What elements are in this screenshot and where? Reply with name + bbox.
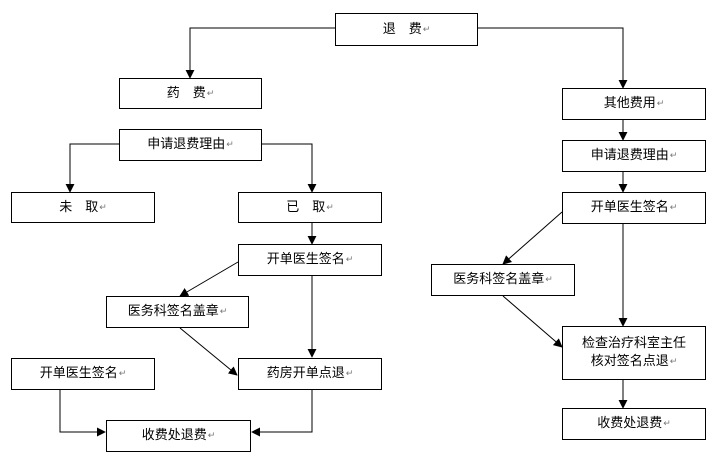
node-not-taken: 未 取↵	[11, 192, 155, 223]
paragraph-mark-icon: ↵	[545, 275, 553, 285]
node-doctor-sign-mid-label: 开单医生签名	[266, 252, 345, 267]
node-cashier-refund-left: 收费处退费↵	[106, 420, 251, 452]
arrow-stamp-to-pharmacy	[179, 327, 238, 376]
paragraph-mark-icon: ↵	[663, 419, 671, 429]
paragraph-mark-icon: ↵	[345, 369, 354, 379]
node-refund-label: 退 费	[382, 21, 422, 37]
node-cashier-refund-left-label: 收费处退费	[141, 428, 207, 443]
node-doctor-sign-mid: 开单医生签名↵	[238, 244, 382, 276]
paragraph-mark-icon: ↵	[669, 203, 678, 213]
node-doctor-sign-right-label: 开单医生签名	[590, 200, 669, 215]
node-medical-dept-stamp-right-label: 医务科签名盖章	[453, 272, 545, 287]
node-dept-director-line2-label: 核对签名点退	[590, 354, 669, 369]
node-refund: 退 费↵	[335, 13, 478, 46]
paragraph-mark-icon: ↵	[206, 88, 215, 99]
arrow-refund-to-other-fee	[478, 27, 628, 89]
paragraph-mark-icon: ↵	[118, 369, 127, 379]
node-taken-label: 已 取	[286, 199, 326, 215]
arrow-doctor-sign-to-stamp-right	[502, 211, 563, 265]
node-doctor-sign-left-label: 开单医生签名	[39, 366, 118, 381]
node-pharmacy-refund-label: 药房开单点退	[266, 366, 345, 381]
node-doctor-sign-right: 开单医生签名↵	[562, 192, 706, 224]
paragraph-mark-icon: ↵	[226, 140, 234, 150]
node-medical-dept-stamp-left: 医务科签名盖章↵	[106, 296, 249, 328]
node-dept-director-line1-label: 检查治疗科室主任	[581, 336, 686, 351]
arrow-refund-to-drug-fee	[185, 27, 335, 79]
arrow-reason-to-not-taken	[65, 143, 119, 193]
node-dept-director-line1: 检查治疗科室主任	[582, 335, 686, 353]
node-pharmacy-refund: 药房开单点退↵	[238, 358, 382, 390]
paragraph-mark-icon: ↵	[207, 431, 216, 441]
paragraph-mark-icon: ↵	[656, 99, 665, 109]
node-dept-director: 检查治疗科室主任 核对签名点退↵	[562, 326, 706, 380]
node-apply-reason-left-label: 申请退费理由	[147, 137, 226, 152]
node-taken: 已 取↵	[238, 192, 382, 223]
paragraph-mark-icon: ↵	[422, 24, 431, 35]
node-doctor-sign-left: 开单医生签名↵	[11, 358, 155, 390]
arrow-pharmacy-to-cashier	[251, 390, 313, 437]
arrow-reason-to-taken	[262, 143, 317, 193]
node-medical-dept-stamp-right: 医务科签名盖章↵	[431, 264, 575, 296]
node-drug-fee-label: 药 费	[166, 85, 206, 101]
paragraph-mark-icon: ↵	[326, 202, 334, 213]
node-cashier-refund-right: 收费处退费↵	[562, 408, 706, 440]
node-apply-reason-right: 申请退费理由↵	[562, 140, 706, 172]
arrow-stamp-to-director	[502, 295, 563, 348]
node-apply-reason-right-label: 申请退费理由	[590, 148, 669, 163]
paragraph-mark-icon: ↵	[219, 307, 228, 317]
node-apply-reason-left: 申请退费理由↵	[119, 129, 262, 161]
node-medical-dept-stamp-left-label: 医务科签名盖章	[127, 304, 219, 319]
node-dept-director-line2: 核对签名点退↵	[591, 353, 678, 371]
node-other-fee: 其他费用↵	[562, 88, 706, 120]
paragraph-mark-icon: ↵	[669, 357, 678, 367]
node-drug-fee: 药 费↵	[119, 78, 262, 109]
arrow-doctor-sign-to-stamp	[179, 261, 239, 297]
node-cashier-refund-right-label: 收费处退费	[597, 416, 663, 431]
node-not-taken-label: 未 取	[59, 199, 99, 215]
paragraph-mark-icon: ↵	[669, 151, 678, 161]
node-other-fee-label: 其他费用	[603, 96, 656, 111]
paragraph-mark-icon: ↵	[99, 202, 107, 213]
paragraph-mark-icon: ↵	[345, 255, 354, 265]
arrow-left-sign-to-cashier	[59, 390, 106, 437]
